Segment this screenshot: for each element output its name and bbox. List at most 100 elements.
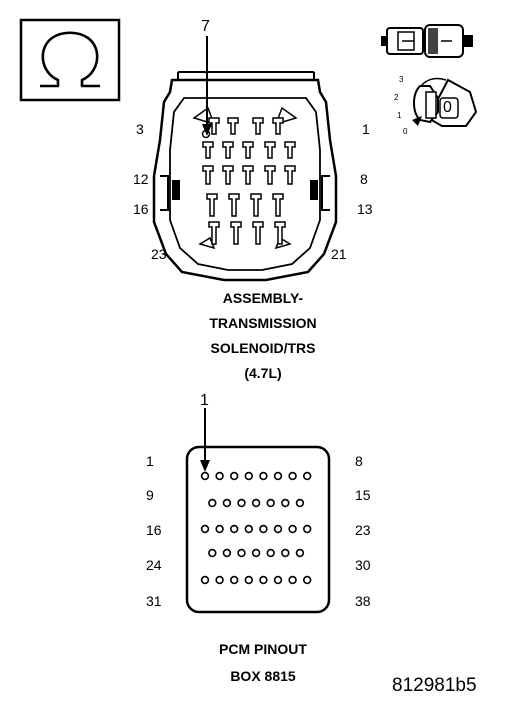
- terminal-cavity: [208, 221, 220, 245]
- pcm-pin-hole: [200, 524, 210, 534]
- connector-caption-line-4: (4.7L): [244, 365, 282, 381]
- connector-caption-line-3: SOLENOID/TRS: [210, 340, 316, 356]
- pcm-caption-line-2: BOX 8815: [230, 668, 296, 684]
- pcm-pin-hole: [237, 498, 246, 508]
- pcm-pin-holes: [200, 471, 312, 585]
- key-cylinder-mark: 0: [443, 99, 452, 116]
- terminal-cavity: [230, 221, 242, 245]
- terminal-cavity: [228, 193, 240, 217]
- trs-connector: [152, 36, 338, 282]
- connector-pin-label-16: 16: [133, 201, 149, 217]
- pcm-pin-hole: [215, 471, 224, 481]
- connector-callout-number: 7: [201, 18, 210, 35]
- pcm-pin-hole: [200, 575, 210, 585]
- pcm-pin-hole: [303, 524, 312, 534]
- pcm-pin-hole: [266, 498, 275, 508]
- connector-caption-line-2: TRANSMISSION: [209, 315, 317, 331]
- pcm-pin-hole: [237, 548, 246, 558]
- pcm-row-4-left-label: 24: [146, 557, 162, 573]
- pcm-row-5-right-label: 38: [355, 593, 371, 609]
- pcm-pin-hole: [230, 471, 239, 481]
- pcm-pin-hole: [295, 548, 305, 558]
- connector-pin-label-1: 1: [362, 121, 370, 137]
- pcm-pin-hole: [230, 575, 239, 585]
- terminal-cavity: [242, 165, 254, 185]
- terminal-cavity: [250, 193, 262, 217]
- terminal-cavity: [222, 141, 234, 159]
- terminal-cavity: [272, 117, 284, 135]
- connector-pin-label-12: 12: [133, 171, 149, 187]
- connector-pin-label-8: 8: [360, 171, 368, 187]
- pcm-row-1-right-label: 8: [355, 453, 363, 469]
- pcm-caption-line-1: PCM PINOUT: [219, 641, 307, 657]
- pcm-pin-hole: [273, 524, 283, 534]
- pcm-pin-hole: [251, 498, 261, 508]
- terminal-cavity: [252, 117, 264, 135]
- trs-terminal-cavities: [201, 117, 296, 245]
- pcm-pin-hole: [215, 524, 224, 534]
- pcm-pin-hole: [273, 471, 283, 481]
- pcm-pinout-box: [185, 408, 331, 614]
- pcm-pin-hole: [208, 498, 217, 508]
- terminal-cavity: [272, 193, 284, 217]
- pcm-pin-hole: [273, 575, 283, 585]
- pcm-row-1-left-label: 1: [146, 453, 154, 469]
- pcm-callout-number: 1: [200, 392, 209, 409]
- terminal-cavity: [284, 141, 296, 159]
- pcm-pin-hole: [215, 575, 224, 585]
- terminal-cavity: [274, 221, 286, 245]
- ohm-icon: [19, 18, 121, 102]
- pcm-pin-hole: [288, 524, 297, 534]
- pcm-pin-hole: [281, 548, 290, 558]
- key-position-0: 0: [403, 127, 408, 136]
- pcm-row-3-right-label: 23: [355, 522, 371, 538]
- terminal-cavity: [284, 165, 296, 185]
- pcm-pin-hole: [295, 498, 305, 508]
- connector-pin-label-13: 13: [357, 201, 373, 217]
- key-position-1: 1: [397, 111, 402, 120]
- pcm-pin-hole: [259, 575, 268, 585]
- key-position-3: 3: [399, 75, 404, 84]
- pcm-pin-hole: [259, 524, 268, 534]
- pcm-pin-hole: [230, 524, 239, 534]
- terminal-cavity: [227, 117, 239, 135]
- key-position-2: 2: [394, 93, 399, 102]
- connector-pin-label-3: 3: [136, 121, 144, 137]
- pcm-pin-hole: [288, 575, 297, 585]
- pcm-pin-hole: [259, 471, 268, 481]
- pcm-pin-hole: [303, 575, 312, 585]
- pcm-row-5-left-label: 31: [146, 593, 162, 609]
- terminal-cavity: [264, 141, 276, 159]
- pcm-pin-hole: [222, 498, 232, 508]
- pcm-pin-hole: [281, 498, 290, 508]
- figure-id: 812981b5: [392, 675, 477, 696]
- pcm-pin-hole: [266, 548, 275, 558]
- connector-plug-icon: [381, 24, 473, 58]
- pcm-pin-hole: [244, 524, 254, 534]
- terminal-cavity: [252, 221, 264, 245]
- pcm-pin-hole: [200, 471, 210, 481]
- pcm-pin-hole: [208, 548, 217, 558]
- pcm-pin-hole: [303, 471, 312, 481]
- terminal-cavity: [208, 117, 220, 135]
- terminal-cavity: [242, 141, 254, 159]
- pcm-pin-hole: [288, 471, 297, 481]
- pcm-row-2-right-label: 15: [355, 487, 371, 503]
- terminal-cavity: [222, 165, 234, 185]
- pcm-pin-hole: [244, 575, 254, 585]
- pcm-row-4-right-label: 30: [355, 557, 371, 573]
- terminal-cavity: [202, 141, 214, 159]
- pcm-pin-hole: [244, 471, 254, 481]
- pcm-row-2-left-label: 9: [146, 487, 154, 503]
- connector-pin-label-21: 21: [331, 246, 347, 262]
- terminal-cavity: [202, 165, 214, 185]
- connector-pin-label-23: 23: [151, 246, 167, 262]
- key-dial-icon: [412, 77, 478, 127]
- terminal-cavity: [206, 193, 218, 217]
- terminal-cavity: [264, 165, 276, 185]
- pcm-pin-hole: [222, 548, 232, 558]
- pcm-pin-hole: [251, 548, 261, 558]
- pcm-row-3-left-label: 16: [146, 522, 162, 538]
